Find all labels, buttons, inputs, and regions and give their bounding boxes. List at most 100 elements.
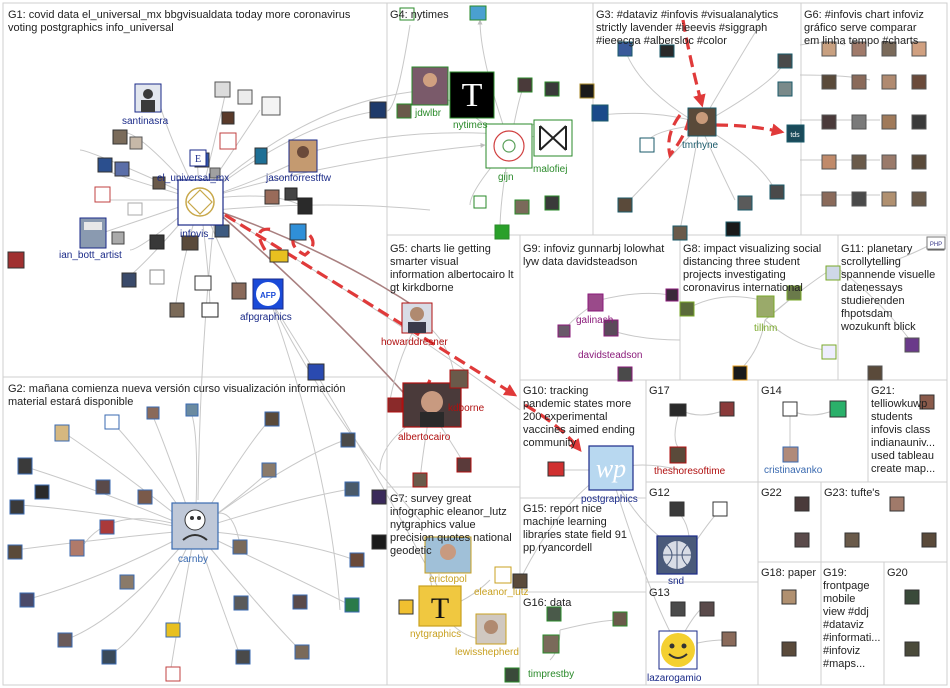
node[interactable] (221, 111, 235, 125)
node[interactable] (111, 231, 125, 245)
node[interactable] (473, 195, 487, 209)
el-universal-logo-icon[interactable]: E (189, 149, 207, 167)
node[interactable] (557, 324, 571, 338)
node[interactable] (152, 176, 166, 190)
node[interactable] (294, 644, 310, 660)
node[interactable] (369, 101, 387, 119)
node[interactable] (547, 461, 565, 477)
node[interactable] (232, 539, 248, 555)
erictopol-avatar[interactable] (424, 536, 472, 574)
galinash-avatar[interactable] (587, 293, 604, 312)
cristinavanko-avatar[interactable] (782, 446, 799, 463)
node[interactable] (794, 496, 810, 512)
node[interactable] (371, 534, 387, 550)
node[interactable] (264, 189, 280, 205)
howarddresner-avatar[interactable] (401, 302, 433, 334)
node[interactable] (261, 462, 277, 478)
node[interactable] (371, 489, 387, 505)
node[interactable] (603, 319, 619, 337)
node[interactable] (777, 53, 793, 69)
node[interactable] (344, 481, 360, 497)
node[interactable] (7, 544, 23, 560)
node[interactable] (911, 114, 927, 130)
node[interactable] (412, 472, 428, 488)
node[interactable] (57, 632, 73, 648)
afp-logo-icon[interactable]: AFP (252, 278, 284, 310)
node[interactable] (17, 457, 33, 475)
node[interactable] (201, 302, 219, 318)
washington-post-logo-icon[interactable]: wp (588, 445, 634, 491)
node[interactable] (737, 195, 753, 211)
node[interactable] (129, 136, 143, 150)
node[interactable] (904, 589, 920, 605)
tmrhyne-avatar[interactable] (687, 107, 717, 137)
node[interactable] (794, 532, 810, 548)
node[interactable] (672, 225, 688, 241)
node[interactable] (829, 400, 847, 418)
santinasra-avatar[interactable] (134, 83, 162, 113)
node[interactable] (544, 195, 560, 211)
node[interactable] (867, 365, 883, 381)
node[interactable] (396, 103, 412, 119)
node[interactable] (469, 5, 487, 21)
tds-logo-icon[interactable]: tds (786, 124, 805, 143)
node[interactable] (669, 501, 685, 517)
kirkdborne-avatar[interactable] (449, 369, 469, 389)
node[interactable] (904, 641, 920, 657)
node[interactable] (146, 406, 160, 420)
node[interactable] (517, 77, 533, 93)
node[interactable] (214, 224, 230, 238)
node[interactable] (821, 191, 837, 207)
node[interactable] (881, 74, 897, 90)
jdwlbr-avatar[interactable] (411, 66, 449, 106)
new-york-times-logo-icon[interactable]: T (449, 71, 495, 119)
node[interactable] (512, 573, 528, 589)
node[interactable] (149, 269, 165, 285)
node[interactable] (235, 649, 251, 665)
node[interactable] (94, 186, 111, 203)
node[interactable] (712, 501, 728, 517)
node[interactable] (911, 74, 927, 90)
node[interactable] (289, 223, 307, 241)
node[interactable] (165, 666, 181, 682)
node[interactable] (851, 154, 867, 170)
node[interactable] (127, 202, 143, 216)
node[interactable] (398, 599, 414, 615)
node[interactable] (732, 365, 748, 381)
node[interactable] (185, 403, 199, 417)
node[interactable] (881, 41, 897, 57)
node[interactable] (881, 154, 897, 170)
node[interactable] (101, 649, 117, 665)
nytgraphics-logo-icon[interactable]: T (418, 585, 462, 627)
php-logo-icon[interactable]: PHP (926, 236, 946, 250)
node[interactable] (69, 539, 85, 557)
node[interactable] (119, 574, 135, 590)
node[interactable] (719, 401, 735, 417)
node[interactable] (725, 221, 741, 237)
node[interactable] (456, 457, 472, 473)
node[interactable] (782, 401, 798, 417)
node[interactable] (821, 41, 837, 57)
node[interactable] (34, 484, 50, 500)
node[interactable] (639, 137, 655, 153)
node[interactable] (881, 191, 897, 207)
node[interactable] (112, 129, 128, 145)
node[interactable] (181, 235, 199, 251)
node[interactable] (851, 114, 867, 130)
node[interactable] (149, 234, 165, 250)
node[interactable] (344, 597, 360, 613)
node[interactable] (214, 81, 231, 98)
lewisshepherd-avatar[interactable] (475, 613, 507, 645)
node[interactable] (97, 157, 113, 173)
gijn-logo-icon[interactable] (485, 123, 533, 169)
node[interactable] (851, 191, 867, 207)
node[interactable] (851, 74, 867, 90)
node[interactable] (821, 154, 837, 170)
node[interactable] (99, 519, 115, 535)
node[interactable] (284, 187, 298, 201)
node[interactable] (194, 275, 212, 291)
malofiej-logo-icon[interactable] (533, 119, 573, 157)
node[interactable] (821, 344, 837, 360)
theshoresoftime-avatar[interactable] (669, 446, 687, 464)
node[interactable] (237, 89, 253, 105)
